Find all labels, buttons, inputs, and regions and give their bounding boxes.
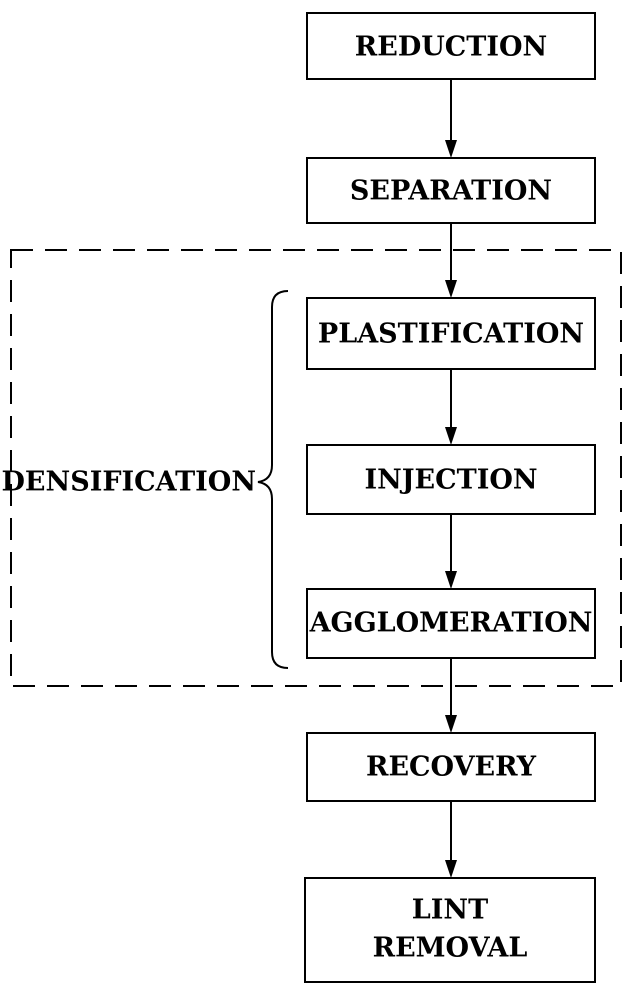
step-agglomeration-label: AGGLOMERATION <box>309 608 593 639</box>
connector-injection-to-agglomeration <box>445 514 457 589</box>
connector-plastification-to-injection <box>445 369 457 445</box>
step-separation-label: SEPARATION <box>350 176 552 207</box>
step-recovery: RECOVERY <box>307 733 595 801</box>
connector-reduction-to-separation <box>445 79 457 158</box>
step-lint-removal-label-line2: REMOVAL <box>373 933 528 964</box>
step-plastification-label: PLASTIFICATION <box>318 319 584 350</box>
connector-separation-to-plastification <box>445 223 457 298</box>
connector-agglomeration-to-recovery <box>445 658 457 733</box>
step-recovery-label: RECOVERY <box>366 752 537 783</box>
step-agglomeration: AGGLOMERATION <box>307 589 595 658</box>
densification-brace <box>258 291 288 668</box>
connector-recovery-to-lint-removal <box>445 801 457 878</box>
step-plastification: PLASTIFICATION <box>307 298 595 369</box>
densification-label: DENSIFICATION <box>2 467 256 498</box>
step-injection-label: INJECTION <box>364 465 537 496</box>
step-injection: INJECTION <box>307 445 595 514</box>
step-lint-removal: LINT REMOVAL <box>305 878 595 982</box>
step-reduction: REDUCTION <box>307 13 595 79</box>
step-lint-removal-label-line1: LINT <box>412 895 488 926</box>
step-reduction-label: REDUCTION <box>355 32 547 63</box>
step-separation: SEPARATION <box>307 158 595 223</box>
